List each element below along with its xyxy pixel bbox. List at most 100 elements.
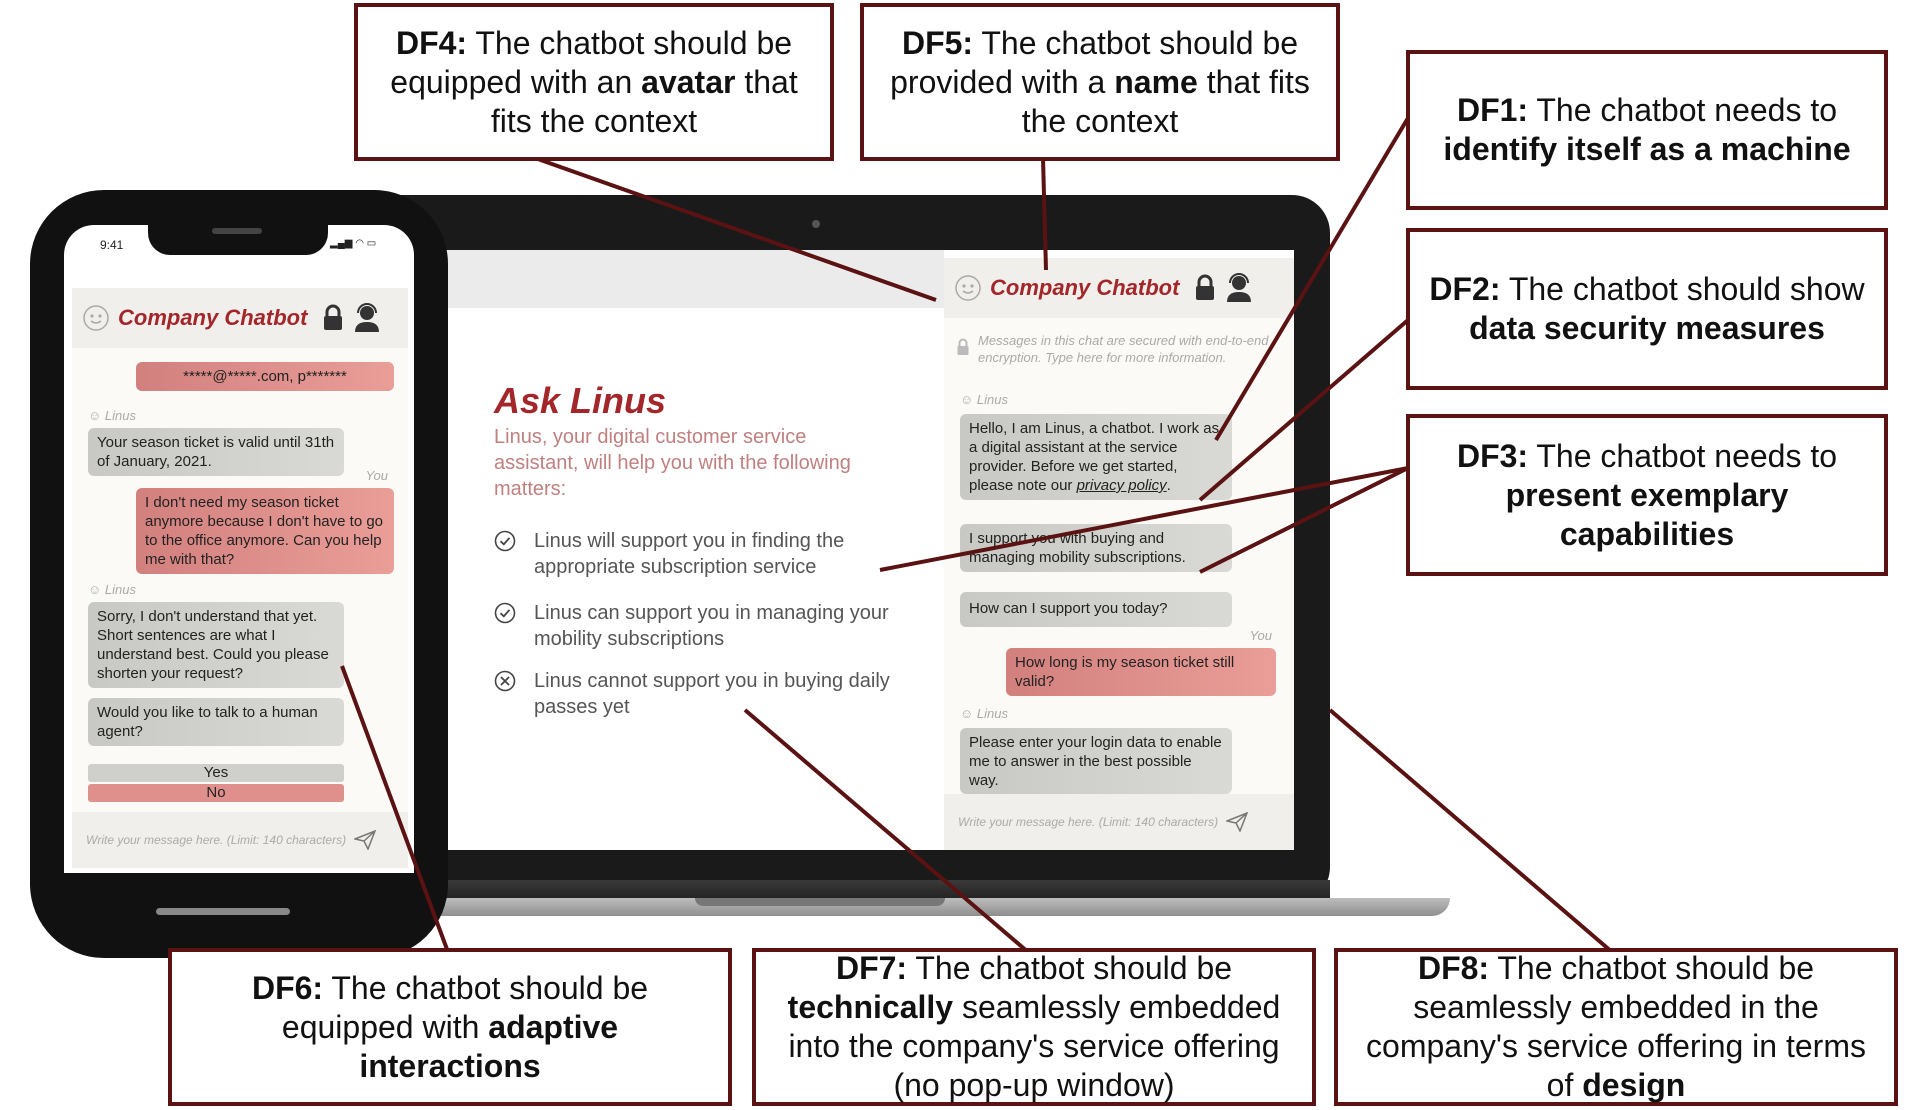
bot-message: I support you with buying and managing m… — [960, 524, 1232, 572]
sender-avatar-icon: ☺ — [88, 582, 102, 597]
chatbot-avatar-icon — [955, 275, 981, 301]
sender-name: Linus — [976, 706, 1008, 721]
chat-header: Company Chatbot — [72, 288, 408, 348]
user-message: I don't need my season ticket anymore be… — [136, 488, 394, 574]
df-text: The chatbot should be provided with a — [890, 24, 1299, 100]
connector-df7 — [743, 708, 1030, 954]
website-header-bar — [444, 250, 944, 308]
laptop-hinge — [440, 880, 1330, 900]
df-text: The chatbot needs to — [1528, 92, 1838, 128]
df-text: The chatbot needs to — [1528, 437, 1838, 474]
df-label: DF1: — [1456, 92, 1529, 128]
choice-no-button[interactable]: No — [88, 784, 344, 802]
phone-chat-panel: Company Chatbot *****@*****.com, p******… — [72, 288, 408, 868]
laptop-notch — [695, 898, 945, 906]
callout-df3: DF3: The chatbot needs to present exempl… — [1406, 414, 1888, 576]
lock-icon — [1196, 274, 1215, 300]
feature-text: Linus can support you in managing your m… — [534, 602, 889, 650]
sender-label-bot: ☺ Linus — [960, 706, 1008, 721]
sender-avatar-icon: ☺ — [960, 706, 974, 721]
chatbot-name: Company Chatbot — [990, 275, 1180, 300]
human-agent-icon[interactable] — [1225, 273, 1253, 303]
chat-input[interactable]: Write your message here. (Limit: 140 cha… — [944, 794, 1294, 850]
callout-df2: DF2: The chatbot should show data securi… — [1406, 228, 1888, 390]
chat-header: Company Chatbot — [944, 258, 1294, 318]
callout-df5: DF5: The chatbot should be provided with… — [860, 3, 1340, 161]
sender-avatar-icon: ☺ — [88, 408, 102, 423]
df-label: DF5: — [901, 24, 974, 61]
security-lock-icon — [957, 338, 969, 355]
sender-label-bot: ☺ Linus — [88, 582, 136, 597]
sender-name: Linus — [976, 392, 1008, 407]
df-text-end: that fits the context — [1021, 63, 1310, 139]
chat-input-placeholder: Write your message here. (Limit: 140 cha… — [86, 833, 347, 847]
battery-icon: ▭ — [366, 238, 377, 249]
chatbot-avatar-icon — [83, 305, 109, 331]
connector-df3a — [879, 466, 1409, 572]
connector-df2 — [1198, 318, 1410, 502]
sender-label-bot: ☺ Linus — [88, 408, 136, 423]
choice-yes-button[interactable]: Yes — [88, 764, 344, 782]
df-keyword: adaptive interactions — [359, 1008, 619, 1084]
message-text: Hello, I am Linus, a chatbot. I work as … — [969, 420, 1220, 494]
df-keyword: technically — [787, 989, 954, 1025]
chat-input[interactable]: Write your message here. (Limit: 140 cha… — [72, 812, 408, 868]
check-circle-icon — [494, 602, 516, 624]
site-title: Ask Linus — [494, 380, 667, 421]
status-time: 9:41 — [100, 238, 124, 252]
sender-label-bot: ☺ Linus — [960, 392, 1008, 407]
feature-item: Linus cannot support you in buying daily… — [494, 668, 904, 720]
feature-text: Linus cannot support you in buying daily… — [534, 670, 890, 718]
callout-df8: DF8: The chatbot should be seamlessly em… — [1334, 948, 1898, 1106]
connector-df1 — [1214, 116, 1410, 442]
bot-message: Please enter your login data to enable m… — [960, 728, 1232, 794]
bot-message: Would you like to talk to a human agent? — [88, 698, 344, 746]
security-notice[interactable]: Messages in this chat are secured with e… — [978, 333, 1269, 365]
bot-message: How can I support you today? — [960, 592, 1232, 627]
send-icon[interactable] — [354, 830, 377, 850]
df-label: DF2: — [1429, 271, 1501, 307]
df-keyword: design — [1582, 1067, 1686, 1103]
callout-df7: DF7: The chatbot should be technically s… — [752, 948, 1316, 1106]
df-label: DF7: — [835, 950, 908, 986]
connector-df5 — [1041, 157, 1048, 271]
chat-input-placeholder: Write your message here. (Limit: 140 cha… — [958, 815, 1219, 829]
connector-df6 — [340, 665, 450, 953]
df-label: DF8: — [1417, 950, 1490, 986]
bot-message: Your season ticket is valid until 31th o… — [88, 428, 344, 476]
df-keyword: data security measures — [1469, 310, 1825, 346]
connector-df8 — [1328, 708, 1614, 954]
user-message: How long is my season ticket still valid… — [1006, 648, 1276, 696]
bot-message: Sorry, I don't understand that yet. Shor… — [88, 602, 344, 688]
df-keyword: avatar — [641, 63, 736, 100]
send-icon[interactable] — [1226, 812, 1249, 832]
callout-df4: DF4: The chatbot should be equipped with… — [354, 3, 834, 161]
sender-avatar-icon: ☺ — [960, 392, 974, 407]
df-text-end: seamlessly embedded into the company's s… — [788, 989, 1281, 1103]
laptop-camera — [812, 220, 820, 228]
privacy-policy-link[interactable]: privacy policy — [1076, 477, 1167, 494]
df-keyword: identify itself as a machine — [1443, 131, 1851, 167]
feature-item: Linus can support you in managing your m… — [494, 600, 904, 652]
x-circle-icon — [494, 670, 516, 692]
callout-df6: DF6: The chatbot should be equipped with… — [168, 948, 732, 1106]
check-circle-icon — [494, 530, 516, 552]
feature-text: Linus will support you in finding the ap… — [534, 530, 845, 578]
bot-message: Hello, I am Linus, a chatbot. I work as … — [960, 414, 1232, 500]
phone-home-indicator — [156, 908, 290, 915]
laptop-chat-panel: Company Chatbot Messages in this chat ar… — [944, 258, 1294, 850]
phone-speaker — [212, 228, 262, 234]
message-text-end: . — [1166, 477, 1171, 494]
df-keyword: present exemplary capabilities — [1505, 476, 1789, 552]
df-label: DF4: — [395, 24, 468, 61]
callout-df1: DF1: The chatbot needs to identify itsel… — [1406, 50, 1888, 210]
connector-df4 — [534, 156, 937, 302]
sender-name: Linus — [104, 582, 136, 597]
df-text: The chatbot should be equipped with — [281, 969, 649, 1045]
df-text-end: that fits the context — [490, 63, 798, 139]
lock-icon — [324, 304, 343, 330]
laptop-base — [395, 898, 1450, 916]
sender-label-user: You — [1249, 628, 1272, 643]
human-agent-icon[interactable] — [353, 303, 381, 333]
feature-item: Linus will support you in finding the ap… — [494, 528, 904, 580]
